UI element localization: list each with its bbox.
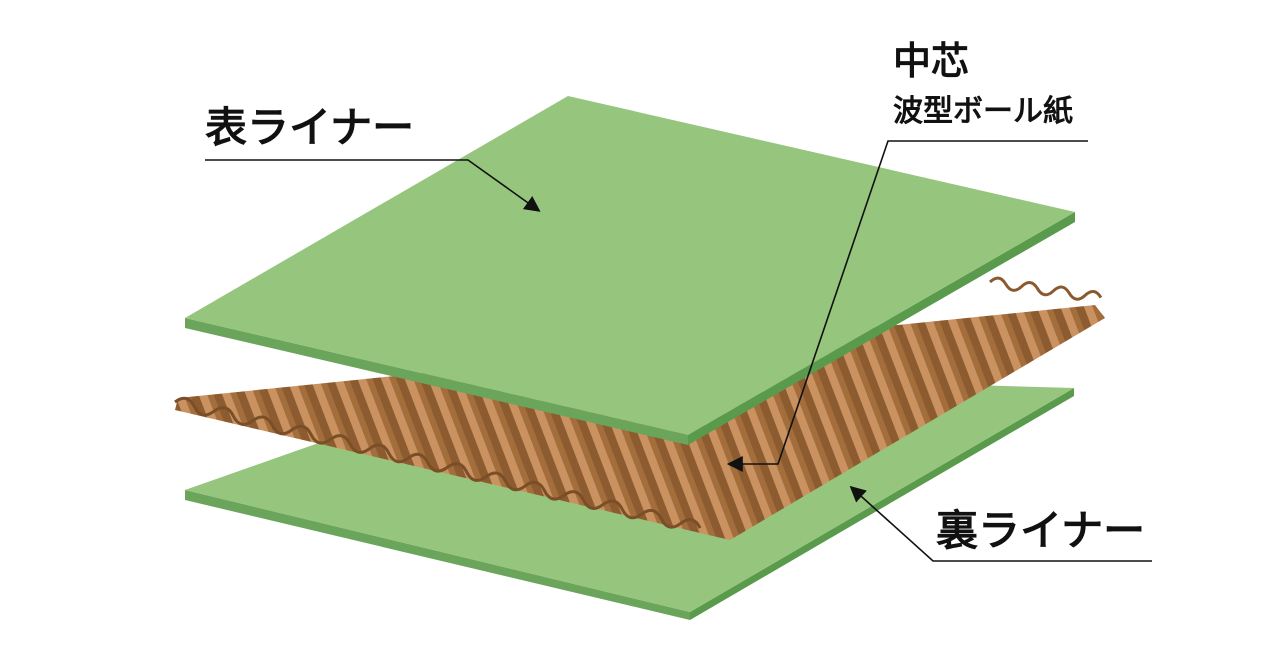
leader-lines (205, 140, 1152, 562)
core-leader (726, 140, 1088, 472)
top-liner-label: 表ライナー (205, 103, 414, 152)
bottom-liner-leader (849, 485, 1152, 562)
bottom-liner-label: 裏ライナー (936, 506, 1145, 555)
top-liner-sheet (185, 96, 1075, 445)
top-liner-edge-left (185, 318, 688, 445)
bottom-liner-edge-left (185, 490, 690, 620)
top-liner-top-face (185, 96, 1075, 435)
core-subtitle-label: 波型ボール紙 (893, 94, 1073, 129)
top-liner-leader (205, 159, 541, 212)
top-liner-edge-right (688, 212, 1075, 445)
core-title-label: 中芯 (893, 39, 969, 83)
corrugated-medium-wave-front (174, 396, 702, 529)
bottom-liner-edge-right (690, 388, 1074, 620)
labels: 表ライナー 中芯 波型ボール紙 裏ライナー (205, 39, 1145, 555)
corrugated-medium-wave-back (988, 276, 1103, 301)
